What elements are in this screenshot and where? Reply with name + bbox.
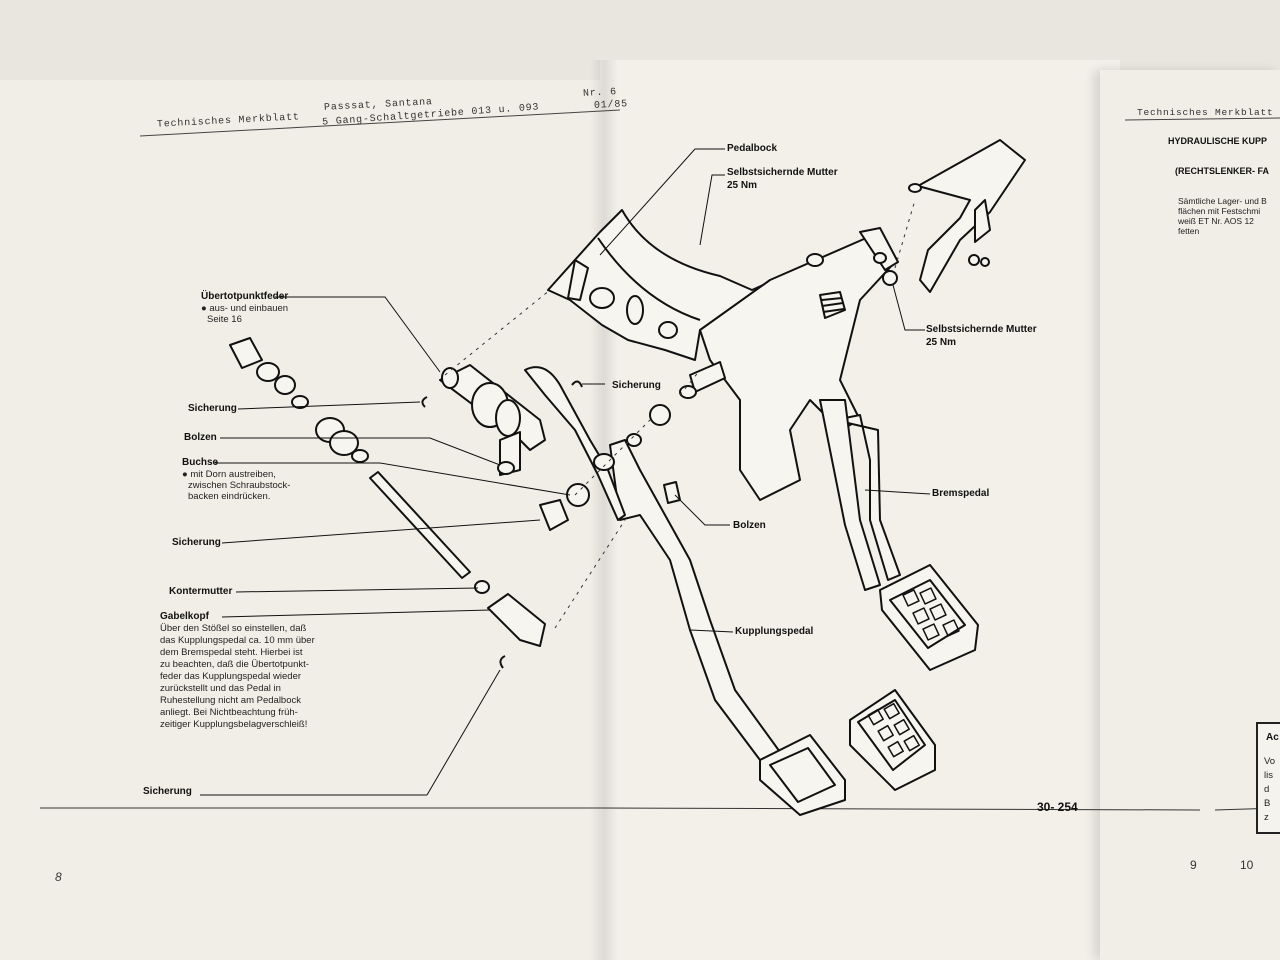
warning-box-text: Vo [1264, 756, 1276, 767]
label-kontermutter: Kontermutter [169, 586, 233, 597]
gabelkopf-note-line: zeitiger Kupplungsbelagverschleiß! [160, 719, 308, 730]
figure-id: 30- 254 [1037, 800, 1078, 814]
label-mutter-right-1: Selbstsichernde Mutter [926, 324, 1037, 335]
warning-box-text: B [1264, 798, 1271, 809]
next-page-text-line: fetten [1178, 226, 1200, 236]
label-pedalbock: Pedalbock [727, 143, 778, 154]
note-uebertot-2: Seite 16 [207, 314, 242, 325]
label-buchse: Buchse [182, 457, 219, 468]
warning-box-text: d [1264, 784, 1270, 795]
page-number-next: 10 [1240, 858, 1254, 872]
label-mutter-right-2: 25 Nm [926, 337, 957, 348]
next-page [1100, 70, 1280, 960]
right-page [600, 60, 1120, 960]
label-bremspedal: Bremspedal [932, 488, 990, 499]
gabelkopf-note-line: Über den Stößel so einstellen, daß [160, 623, 307, 634]
gabelkopf-note-line: zurückstellt und das Pedal in [160, 683, 281, 694]
next-page-subtitle: (RECHTSLENKER- FA [1175, 166, 1269, 176]
note-buchse-3: backen eindrücken. [188, 491, 271, 502]
label-sicherung-3: Sicherung [143, 786, 192, 797]
gabelkopf-note-line: anliegt. Bei Nichtbeachtung früh- [160, 707, 298, 718]
gabelkopf-note-line: Ruhestellung nicht am Pedalbock [160, 695, 302, 706]
label-bolzen-left: Bolzen [184, 432, 217, 443]
gabelkopf-note-line: das Kupplungspedal ca. 10 mm über [160, 635, 315, 646]
label-kupplungspedal: Kupplungspedal [735, 626, 814, 637]
label-sicherung-1: Sicherung [188, 403, 237, 414]
label-sicherung-2: Sicherung [172, 537, 221, 548]
left-page [0, 80, 620, 960]
warning-box-text: lis [1264, 770, 1273, 781]
note-uebertot-1: ● aus- und einbauen [201, 303, 289, 314]
next-page-text-line: Sämtliche Lager- und B [1178, 196, 1267, 206]
label-mutter-top-2: 25 Nm [727, 180, 758, 191]
next-page-header: Technisches Merkblatt [1137, 107, 1274, 118]
gabelkopf-note-line: feder das Kupplungspedal wieder [160, 671, 302, 682]
next-page-warning-box: Ac Vo lis d B z [1256, 722, 1280, 834]
next-page-text-line: flächen mit Festschmi [1178, 206, 1261, 216]
label-uebertotpunktfeder: Übertotpunktfeder [201, 291, 289, 302]
note-buchse-2: zwischen Schraubstock- [188, 480, 291, 491]
label-sicherung-top: Sicherung [612, 380, 661, 391]
next-page-title: HYDRAULISCHE KUPP [1168, 136, 1268, 146]
warning-box-text: z [1264, 812, 1269, 823]
note-buchse-1: ● mit Dorn austreiben, [182, 469, 276, 480]
gabelkopf-note-line: zu beachten, daß die Übertotpunkt- [160, 659, 309, 670]
page-number-left: 8 [55, 870, 62, 884]
label-bolzen-right: Bolzen [733, 520, 766, 531]
label-mutter-top-1: Selbstsichernde Mutter [727, 167, 838, 178]
label-gabelkopf: Gabelkopf [160, 611, 209, 622]
warning-box-text: Ac [1266, 732, 1279, 743]
page-number-right: 9 [1190, 858, 1197, 872]
next-page-text-line: weiß ET Nr. AOS 12 [1178, 216, 1254, 226]
gabelkopf-note-line: dem Bremspedal steht. Hierbei ist [160, 647, 303, 658]
